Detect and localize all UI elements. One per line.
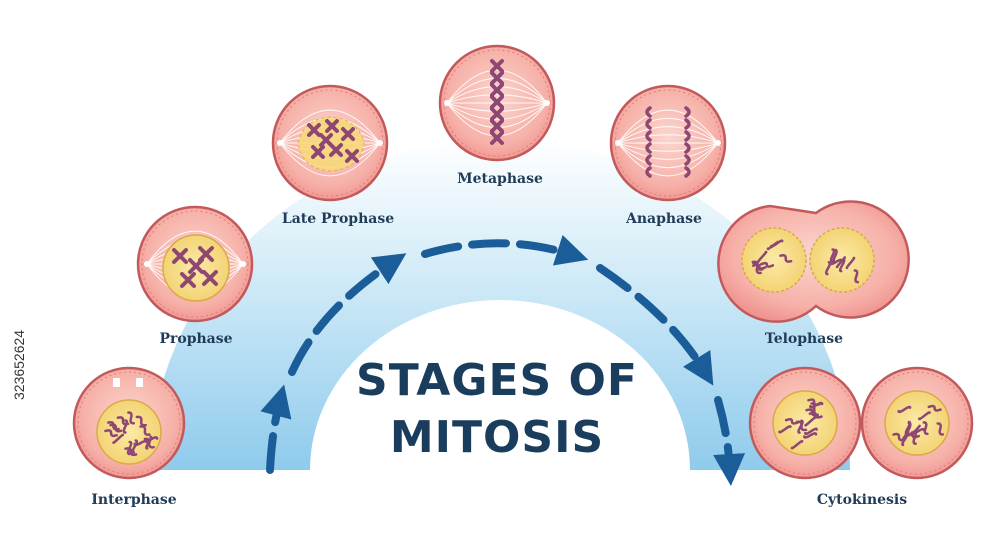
label-late-prophase: Late Prophase — [282, 211, 394, 227]
cell-late-prophase — [271, 84, 389, 202]
label-prophase: Prophase — [159, 331, 232, 347]
side-id-text: 323652624 — [11, 330, 27, 400]
arrow-segment-5 — [713, 396, 746, 486]
cell-metaphase — [438, 44, 556, 162]
cell-cytokinesis-left — [748, 366, 862, 480]
cell-telophase — [717, 200, 910, 323]
cell-prophase — [136, 205, 254, 323]
cell-cytokinesis-right — [860, 366, 974, 480]
cell-anaphase — [609, 84, 727, 202]
arch-band — [150, 140, 850, 470]
cell-interphase — [72, 366, 186, 480]
arrow-segment-3 — [421, 234, 589, 266]
title-line-2: MITOSIS — [390, 412, 604, 463]
label-metaphase: Metaphase — [457, 171, 543, 187]
label-telophase: Telophase — [765, 331, 843, 347]
label-anaphase: Anaphase — [625, 211, 702, 227]
progress-arrows — [260, 234, 746, 486]
title-line-1: STAGES OF — [356, 355, 638, 406]
arrow-segment-1 — [260, 384, 292, 474]
label-interphase: Interphase — [91, 492, 176, 508]
label-cytokinesis: Cytokinesis — [817, 492, 907, 508]
arrow-segment-2 — [288, 253, 407, 376]
arrow-segment-4 — [596, 264, 714, 386]
